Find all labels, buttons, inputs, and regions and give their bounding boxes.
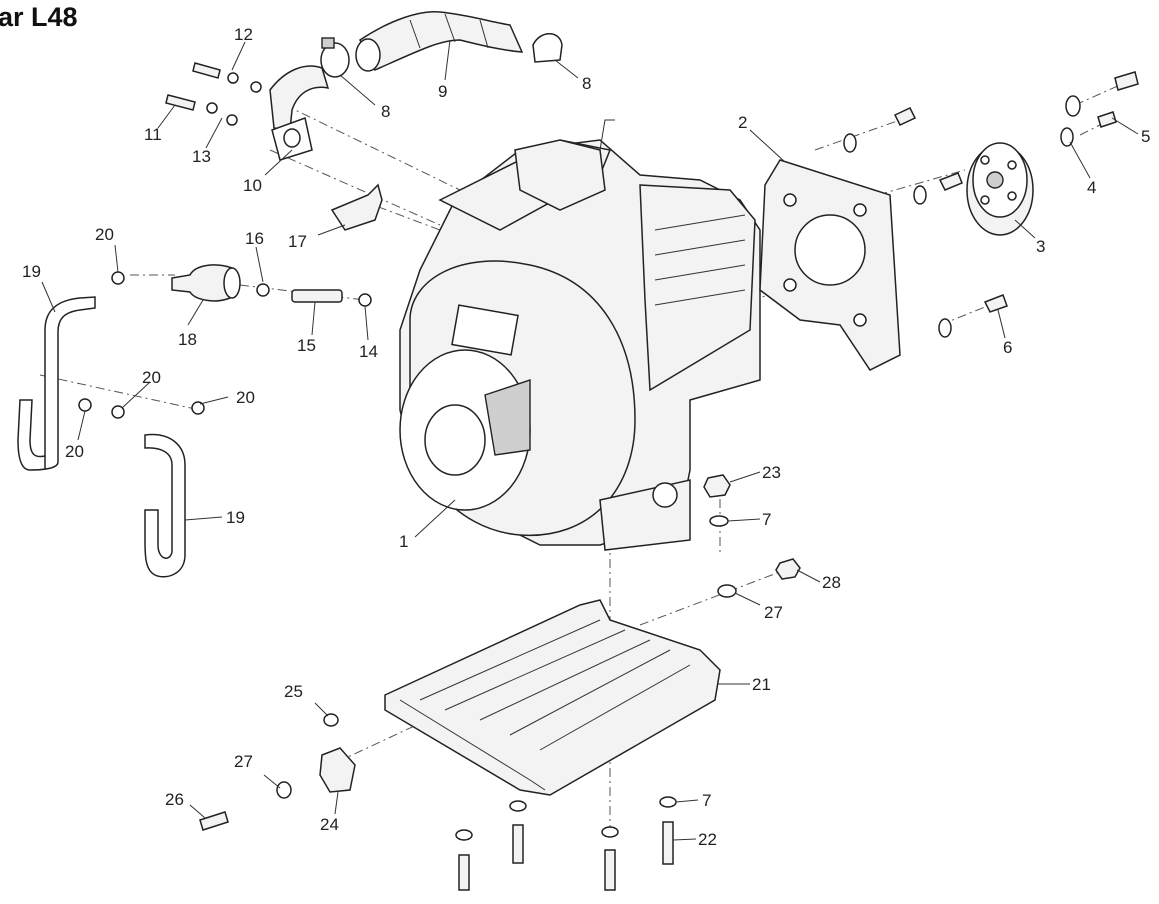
callout-19-top: 19	[22, 262, 41, 281]
fuel-hose-19-lower	[144, 433, 186, 578]
callout-17: 17	[288, 232, 307, 251]
callout-27-right: 27	[764, 603, 783, 622]
callout-12: 12	[234, 25, 253, 44]
callout-7-lower: 7	[702, 791, 711, 810]
bolts-4-5-6	[843, 71, 1139, 338]
base-plate-21	[384, 599, 721, 796]
bolt-11	[165, 94, 238, 126]
callout-18: 18	[178, 330, 197, 349]
callout-13: 13	[192, 147, 211, 166]
bracket-17	[330, 183, 383, 231]
callout-14: 14	[359, 342, 378, 361]
callout-3: 3	[1036, 237, 1045, 256]
callout-6: 6	[1003, 338, 1012, 357]
callout-16: 16	[245, 229, 264, 248]
callout-19-bottom: 19	[226, 508, 245, 527]
leader-lines	[41, 39, 1139, 841]
callout-25: 25	[284, 682, 303, 701]
bolts-22	[455, 796, 677, 891]
callout-24: 24	[320, 815, 339, 834]
housing-plate-2	[759, 159, 901, 371]
callout-2: 2	[738, 113, 747, 132]
callout-8-right: 8	[582, 74, 591, 93]
callout-5: 5	[1141, 127, 1150, 146]
callout-20-top: 20	[95, 225, 114, 244]
bolt-12	[192, 62, 262, 93]
callout-15: 15	[297, 336, 316, 355]
callout-4: 4	[1087, 178, 1096, 197]
callout-26: 26	[165, 790, 184, 809]
callout-1: 1	[399, 532, 408, 551]
callout-20-left: 20	[65, 442, 84, 461]
hose-9	[355, 11, 524, 72]
elbow-pipe-10	[269, 65, 330, 161]
clamp-8-left	[320, 37, 350, 78]
coupling-3	[966, 142, 1034, 236]
clamp-8-right	[532, 33, 563, 63]
engine-1	[399, 119, 761, 551]
callout-27-left: 27	[234, 752, 253, 771]
hose-clips	[78, 271, 372, 419]
callout-21: 21	[752, 675, 771, 694]
callout-11: 11	[144, 125, 162, 144]
callout-23: 23	[762, 463, 781, 482]
callout-20-right: 20	[236, 388, 255, 407]
fuel-hose-19-upper	[17, 296, 96, 471]
pipe-15	[291, 289, 343, 303]
callout-28: 28	[822, 573, 841, 592]
callout-8-left: 8	[381, 102, 390, 121]
mount-bracket-24	[199, 713, 356, 831]
callout-labels: 12 11 13 10 8 9 8 17 16 20 19 18 15 14 2…	[22, 25, 1150, 849]
callout-20-mid: 20	[142, 368, 161, 387]
callout-10: 10	[243, 176, 262, 195]
fuel-filter-18	[171, 264, 241, 302]
callout-9: 9	[438, 82, 447, 101]
diagram-title: ar L48	[0, 2, 78, 32]
nuts-washers	[703, 474, 801, 598]
callout-7-upper: 7	[762, 510, 771, 529]
callout-22: 22	[698, 830, 717, 849]
